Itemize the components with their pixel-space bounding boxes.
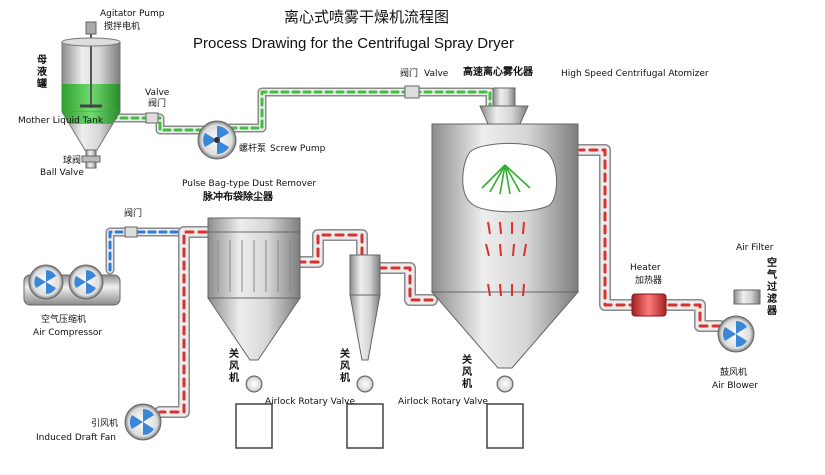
air-filter	[733, 289, 761, 305]
air-filter-label-cn: 空气过滤器	[767, 258, 777, 317]
bag-dust-remover	[207, 217, 301, 361]
induced-draft-pipe	[154, 226, 212, 418]
ball-valve-label-cn: 球阀	[63, 156, 82, 166]
heater-label-en: Heater	[630, 263, 661, 273]
air-compressor-label-cn: 空气压缩机	[41, 315, 87, 325]
airlock-valve-2	[346, 375, 384, 449]
valve-1-label-cn: 阀门	[148, 99, 167, 109]
airlock-2-label-en: Airlock Rotary Valve	[398, 397, 489, 407]
screw-pump	[197, 120, 237, 160]
compressed-air-pipe	[105, 227, 213, 275]
airlock-valve-1	[235, 375, 273, 449]
atomizer-label-en: High Speed Centrifugal Atomizer	[561, 69, 709, 79]
ball-valve-label-en: Ball Valve	[40, 168, 84, 178]
air-compressor-label-en: Air Compressor	[33, 328, 103, 338]
agitator-pump-label-cn: 搅拌电机	[104, 22, 141, 32]
screw-pump-label-en: Screw Pump	[270, 144, 326, 154]
atomizer	[479, 87, 529, 125]
air-filter-label-en: Air Filter	[736, 243, 774, 253]
induced-fan-label-cn: 引风机	[91, 419, 119, 429]
dust-remover-label-cn: 脉冲布袋除尘器	[203, 192, 273, 203]
agitator-pump-label-en: Agitator Pump	[100, 9, 165, 19]
induced-fan-label-en: Induced Draft Fan	[36, 433, 116, 443]
dust-remover-label-en: Pulse Bag-type Dust Remover	[182, 179, 317, 189]
mother-tank-label-en: Mother Liquid Tank	[18, 116, 104, 126]
ball-valve	[81, 149, 101, 169]
valve-liquid-1	[145, 112, 159, 124]
heater	[631, 293, 667, 317]
spray-dryer	[430, 123, 580, 369]
exhaust-pipe	[294, 229, 438, 306]
heater-label-cn: 加热器	[635, 276, 663, 286]
screw-pump-label-cn: 螺杆泵	[239, 144, 267, 154]
title-en: Process Drawing for the Centrifugal Spra…	[193, 35, 514, 52]
airlock-2-label-cn: 关风机	[340, 349, 350, 384]
airlock-1-label-en: Airlock Rotary Valve	[265, 397, 356, 407]
valve-3-label-cn: 阀门	[124, 209, 143, 219]
air-blower-label-en: Air Blower	[712, 381, 758, 391]
cyclone-separator	[349, 254, 381, 361]
mother-tank-label-cn: 母液罐	[37, 55, 47, 90]
valve-1-label-en: Valve	[145, 88, 170, 98]
title-cn: 离心式喷雾干燥机流程图	[284, 8, 450, 26]
liquid-pipe	[105, 87, 495, 135]
valve-2-label-en: Valve	[424, 69, 449, 79]
induced-draft-fan	[124, 403, 162, 441]
valve-liquid-2	[404, 85, 420, 99]
valve-air	[124, 226, 138, 238]
air-blower-label-cn: 鼓风机	[720, 368, 748, 378]
atomizer-label-cn: 高速离心雾化器	[463, 67, 533, 78]
airlock-valve-3	[486, 375, 524, 449]
airlock-3-label-cn: 关风机	[462, 355, 472, 390]
air-blower	[717, 315, 755, 353]
valve-2-label-cn: 阀门	[400, 69, 419, 79]
air-compressor	[23, 264, 121, 306]
mother-liquid-tank	[61, 21, 121, 151]
airlock-1-label-cn: 关风机	[229, 349, 239, 384]
